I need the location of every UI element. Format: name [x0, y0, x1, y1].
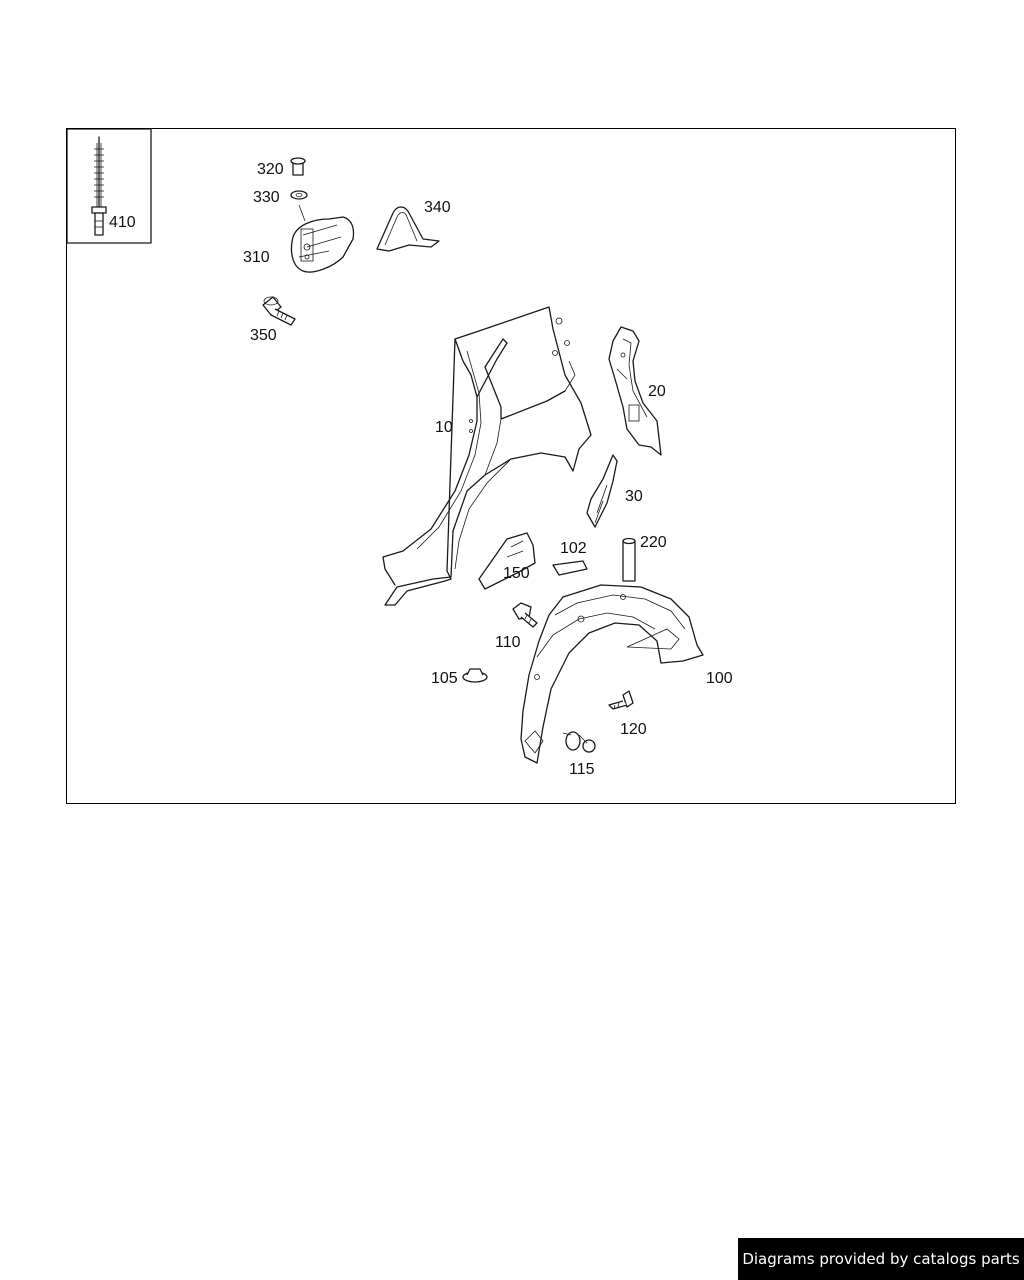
parts-diagram: 410 320 330 340 310 350 10 20 30 102 220…	[67, 129, 733, 778]
part-340-seal-illustration[interactable]	[376, 206, 440, 252]
part-10-side-panel-illustration[interactable]	[382, 306, 592, 606]
part-20-label: 20	[648, 383, 666, 400]
part-310-label: 310	[243, 249, 270, 266]
part-115-label: 115	[569, 761, 595, 778]
part-310-fuel-flap-illustration[interactable]	[290, 216, 355, 273]
part-410-rivet-illustration[interactable]	[91, 136, 107, 236]
part-350-label: 350	[250, 327, 277, 344]
part-30-bracket-illustration[interactable]	[586, 454, 618, 528]
part-350-bolt-illustration[interactable]	[262, 296, 296, 326]
part-330-label: 330	[253, 189, 280, 206]
part-110-screw-illustration[interactable]	[512, 602, 538, 628]
parts-diagram-frame: 410 320 330 340 310 350 10 20 30 102 220…	[66, 128, 956, 804]
part-20-bracket-illustration[interactable]	[608, 326, 662, 456]
footer-banner: Diagrams provided by catalogs parts	[738, 1238, 1024, 1280]
part-115-clip-illustration[interactable]	[562, 731, 596, 753]
part-320-plug-illustration[interactable]	[290, 157, 306, 176]
part-120-label: 120	[620, 721, 647, 738]
inset-box	[67, 129, 152, 244]
part-150-trim-illustration[interactable]	[478, 532, 536, 590]
part-30-label: 30	[625, 488, 643, 505]
part-10-label: 10	[435, 419, 453, 436]
part-105-label: 105	[431, 670, 458, 687]
part-410-label: 410	[109, 214, 136, 231]
part-102-pad-illustration[interactable]	[552, 560, 588, 576]
part-320-label: 320	[257, 161, 284, 178]
part-105-clip-illustration[interactable]	[462, 668, 488, 683]
part-100-wheel-liner-illustration[interactable]	[520, 584, 704, 764]
part-340-label: 340	[424, 199, 451, 216]
part-102-label: 102	[560, 540, 587, 557]
part-220-label: 220	[640, 534, 667, 551]
footer-text: Diagrams provided by catalogs parts	[742, 1250, 1020, 1268]
part-150-label: 150	[503, 565, 530, 582]
part-120-screw-illustration[interactable]	[608, 690, 634, 710]
part-220-sleeve-illustration[interactable]	[622, 537, 636, 582]
part-100-label: 100	[706, 670, 733, 687]
part-330-washer-illustration[interactable]	[290, 190, 308, 222]
part-110-label: 110	[495, 634, 521, 651]
